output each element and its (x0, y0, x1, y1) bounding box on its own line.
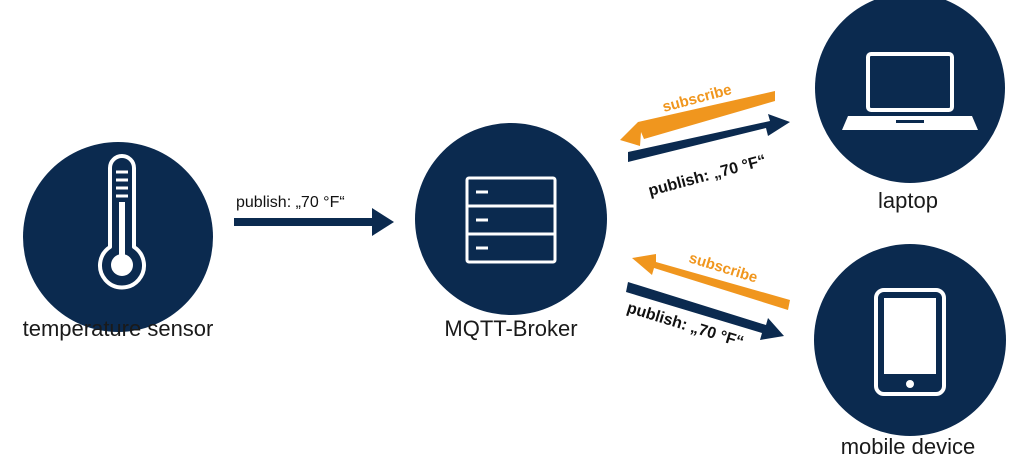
publish-label-laptop: publish: „70 °F“ (647, 152, 768, 200)
laptop-circle (815, 0, 1005, 183)
laptop-label: laptop (878, 188, 938, 213)
sensor-node: temperature sensor (23, 142, 214, 341)
publish-arrow-laptop (628, 114, 790, 162)
mobile-label: mobile device (841, 434, 976, 459)
smartphone-icon (874, 288, 946, 396)
laptop-node: laptop (815, 0, 1005, 213)
publish-arrow-sensor-broker (234, 208, 394, 236)
publish-label-sensor-broker: publish: „70 °F“ (236, 194, 345, 211)
publish-arrow-mobile (626, 282, 784, 340)
server-icon (465, 176, 557, 264)
sensor-label: temperature sensor (23, 316, 214, 341)
broker-label: MQTT-Broker (444, 316, 577, 341)
thermometer-icon (98, 154, 146, 290)
mobile-node: mobile device (814, 244, 1006, 459)
broker-circle (415, 123, 607, 315)
broker-node: MQTT-Broker (415, 123, 607, 341)
subscribe-arrow-laptop (620, 91, 775, 146)
sensor-circle (23, 142, 213, 332)
subscribe-arrow-mobile (632, 254, 790, 310)
laptop-icon (842, 52, 978, 130)
